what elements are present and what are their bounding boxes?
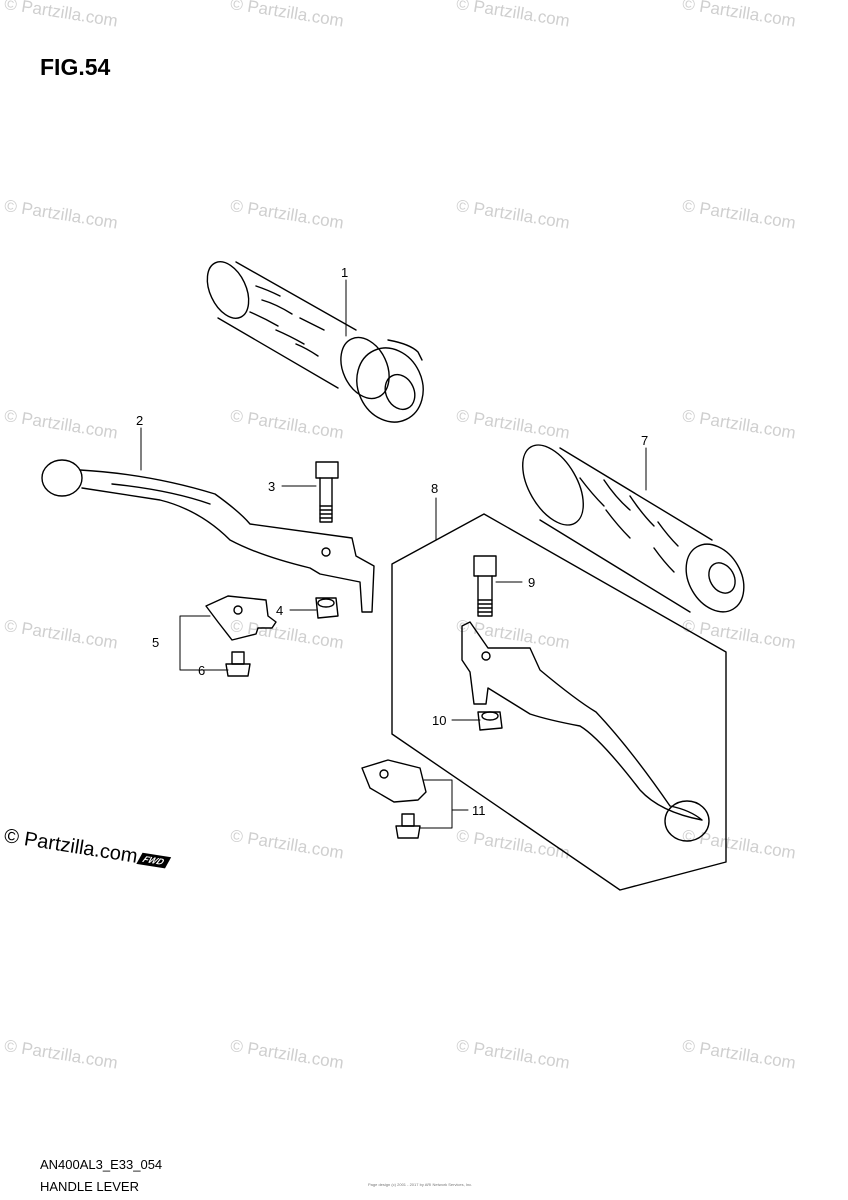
part-4-nut: [315, 597, 339, 619]
part-8-lever: [461, 621, 710, 842]
part-9-pivot-bolt: [473, 555, 497, 617]
part-1-grip-right: [206, 261, 424, 423]
part-3-pivot-bolt: [315, 461, 339, 523]
callout-7: 7: [641, 433, 648, 448]
callout-1: 1: [341, 265, 348, 280]
callout-9: 9: [528, 575, 535, 590]
callout-5: 5: [152, 635, 159, 650]
callout-11: 11: [472, 803, 486, 818]
figure-caption: HANDLE LEVER: [40, 1179, 139, 1194]
callout-8: 8: [431, 481, 438, 496]
callout-2: 2: [136, 413, 143, 428]
callout-4: 4: [276, 603, 283, 618]
callout-10: 10: [432, 713, 446, 728]
page-footnote: Page design (c) 2001 - 2017 by ARI Netwo…: [368, 1182, 473, 1187]
part-8-assembly-box: [391, 513, 727, 891]
leader-lines: [140, 279, 647, 829]
part-6-screw: [225, 651, 251, 677]
part-2-lever: [41, 459, 375, 613]
part-11-switch: [361, 759, 427, 839]
part-10-nut: [477, 711, 503, 731]
callout-6: 6: [198, 663, 205, 678]
figure-title: FIG.54: [40, 54, 111, 80]
figure-code: AN400AL3_E33_054: [40, 1157, 163, 1172]
fwd-arrow-icon: FWD: [136, 852, 171, 869]
callout-3: 3: [268, 479, 275, 494]
callout-labels: 1 2 3 4 5 6 7 8 9 10 11: [136, 265, 648, 818]
part-5-switch: [205, 595, 277, 641]
part-7-grip-left: [522, 444, 745, 613]
